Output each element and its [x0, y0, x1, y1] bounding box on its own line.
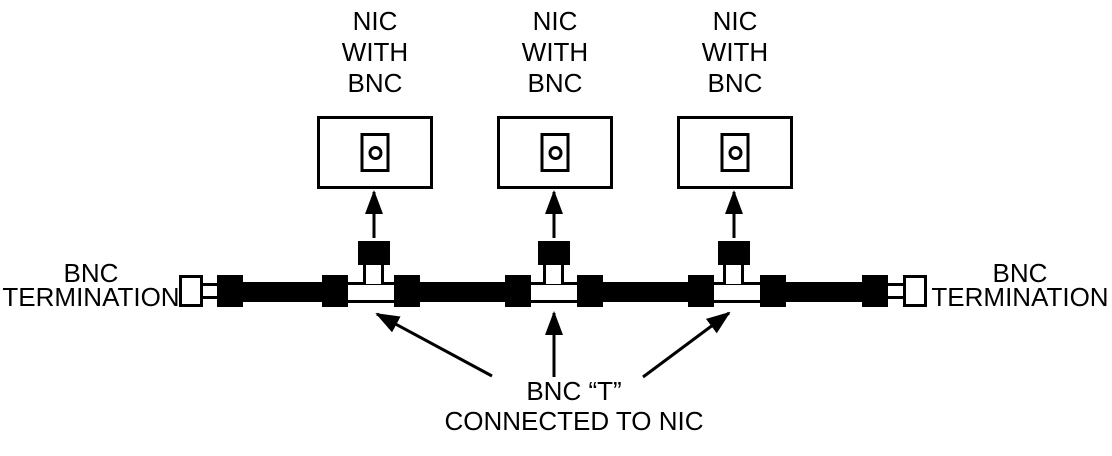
- bnc-connector-block: [394, 275, 420, 307]
- nic-label-1: NIC WITH BNC: [305, 6, 445, 99]
- termination-label-line: BNC: [63, 258, 119, 288]
- bnc-t-stem-connector-1: [358, 241, 390, 265]
- bnc-t-stem-connector-3: [718, 241, 750, 265]
- nic-label-line: NIC: [352, 6, 398, 36]
- termination-label-right: BNC TERMINATION: [910, 258, 1112, 312]
- bnc-connector-block: [217, 275, 243, 307]
- bnc-port-pin-icon: [548, 145, 562, 160]
- bnc-port-icon: [540, 133, 570, 172]
- nic-label-line: BNC: [347, 68, 403, 98]
- bnc-connector-block: [862, 275, 888, 307]
- nic-label-line: NIC: [712, 6, 758, 36]
- nic-box-1: [317, 116, 433, 189]
- nic-label-line: NIC: [532, 6, 578, 36]
- bnc-connector-block: [577, 275, 603, 307]
- bnc-t-label-line: BNC “T”: [526, 376, 622, 406]
- nic-label-line: WITH: [701, 37, 769, 67]
- bnc-port-pin-icon: [368, 145, 382, 160]
- bnc-t-label: BNC “T” CONNECTED TO NIC: [404, 376, 744, 436]
- terminator-neck-right: [886, 283, 905, 299]
- terminator-cap-left: [179, 275, 203, 307]
- termination-label-line: TERMINATION: [931, 282, 1109, 312]
- terminator-neck-left: [201, 283, 220, 299]
- nic-box-2: [497, 116, 613, 189]
- nic-label-3: NIC WITH BNC: [665, 6, 805, 99]
- bnc-port-pin-icon: [728, 145, 742, 160]
- bnc-connector-block: [322, 275, 348, 307]
- termination-label-left: BNC TERMINATION: [0, 258, 201, 312]
- arrow-label-to-t-left: [375, 312, 493, 378]
- nic-label-line: BNC: [707, 68, 763, 98]
- bnc-connector-block: [688, 275, 714, 307]
- nic-box-3: [677, 116, 793, 189]
- bnc-t-label-line: CONNECTED TO NIC: [444, 406, 704, 436]
- nic-label-line: BNC: [527, 68, 583, 98]
- terminator-cap-right: [903, 275, 927, 307]
- bnc-connector-block: [760, 275, 786, 307]
- bnc-t-stem-1: [363, 263, 384, 284]
- termination-label-line: TERMINATION: [2, 282, 180, 312]
- arrow-label-to-t-right: [642, 311, 731, 379]
- bnc-port-icon: [720, 133, 750, 172]
- nic-label-line: WITH: [341, 37, 409, 67]
- nic-label-2: NIC WITH BNC: [485, 6, 625, 99]
- bnc-t-stem-2: [543, 263, 564, 284]
- bnc-connector-block: [505, 275, 531, 307]
- bnc-port-icon: [360, 133, 390, 172]
- bnc-t-stem-connector-2: [538, 241, 570, 265]
- nic-label-line: WITH: [521, 37, 589, 67]
- bnc-t-stem-3: [723, 263, 744, 284]
- termination-label-line: BNC: [992, 258, 1048, 288]
